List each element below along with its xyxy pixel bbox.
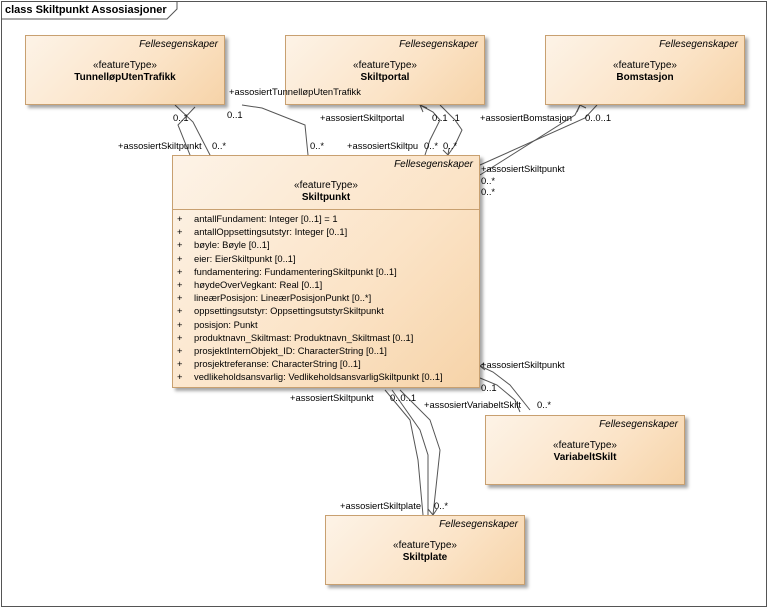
package-label: Fellesegenskaper [399, 39, 478, 50]
stereotype-label: «featureType» [393, 540, 457, 551]
role-label-plate: +assosiertSkiltplate [340, 500, 422, 511]
diagram-title-tab: class Skiltpunkt Assosiasjoner [1, 1, 178, 20]
class-skiltplate[interactable]: Fellesegenskaper «featureType» Skiltplat… [325, 515, 525, 585]
stereotype-label: «featureType» [93, 60, 157, 71]
package-label: Fellesegenskaper [599, 419, 678, 430]
mult-label-var-skiltpunkt: 0..1 [481, 382, 497, 393]
attribute-text: prosjektInternObjekt_ID: CharacterString… [194, 344, 387, 356]
assoc-portal-line-2 [439, 104, 463, 156]
attribute-visibility: + [177, 292, 183, 304]
assoc-var-arrow [479, 362, 486, 371]
attribute-visibility: + [177, 344, 183, 356]
attribute-text: eier: EierSkiltpunkt [0..1] [194, 252, 296, 264]
attribute-visibility: + [177, 213, 183, 224]
mult-label-tunnel-skiltpunkt: 0..* [212, 140, 227, 151]
mult-label-tunnel-a: 0..1 [173, 112, 189, 123]
attribute-text: bøyle: Bøyle [0..1] [194, 239, 270, 251]
attribute-visibility: + [177, 226, 183, 238]
title-tab-shape [2, 2, 178, 20]
attribute-text: antallOppsettingsutstyr: Integer [0..1] [194, 226, 348, 238]
role-label-tunnel-skiltpunkt: +assosiertSkiltpunkt [118, 140, 202, 151]
mult-label-portal-skiltpunkt-2: 0..* [443, 140, 458, 151]
attribute-visibility: + [177, 265, 183, 277]
role-label-var: +assosiertVariabeltSkilt [424, 399, 522, 410]
role-label-portal: +assosiertSkiltportal [320, 112, 405, 123]
attribute-text: høydeOverVegkant: Real [0..1] [194, 278, 323, 290]
attribute-text: oppsettingsutstyr: OppsettingsutstyrSkil… [194, 305, 384, 317]
class-bomstasjon[interactable]: Fellesegenskaper «featureType» Bomstasjo… [545, 35, 745, 105]
package-label: Fellesegenskaper [139, 39, 218, 50]
attribute-text: posisjon: Punkt [194, 318, 258, 330]
attribute-visibility: + [177, 331, 183, 343]
role-label-var-skiltpunkt: +assosiertSkiltpunkt [481, 359, 565, 370]
stereotype-label: «featureType» [553, 440, 617, 451]
mult-label-tunnel-b: 0..1 [227, 109, 243, 120]
class-variabeltskilt[interactable]: Fellesegenskaper «featureType» Variabelt… [485, 415, 685, 485]
mult-label-bom-skiltpunkt: 0..* [481, 175, 496, 186]
class-skiltpunkt[interactable]: Fellesegenskaper «featureType» Skiltpunk… [172, 155, 480, 388]
assoc-bom-line-1 [479, 104, 598, 166]
package-label: Fellesegenskaper [659, 39, 738, 50]
class-name: TunnelløpUtenTrafikk [74, 72, 176, 83]
class-name: Skiltportal [360, 72, 410, 83]
package-label: Fellesegenskaper [394, 159, 473, 170]
attribute-visibility: + [177, 318, 183, 330]
attribute-text: antallFundament: Integer [0..1] = 1 [194, 213, 338, 224]
attribute-visibility: + [177, 252, 183, 264]
class-name: Bomstasjon [616, 72, 674, 83]
attribute-text: produktnavn_Skiltmast: Produktnavn_Skilt… [194, 331, 414, 343]
attribute-text: fundamentering: FundamenteringSkiltpunkt… [194, 265, 397, 277]
mult-label-bom: 0..0..1 [585, 112, 612, 123]
role-label-plate-skiltpunkt: +assosiertSkiltpunkt [290, 392, 374, 403]
assoc-bom-arrow [576, 104, 587, 113]
role-label-bom-skiltpunkt: +assosiertSkiltpunkt [481, 163, 565, 174]
mult-label-tunnel-skiltpunkt-2: 0..* [310, 140, 325, 151]
role-label-tunnel: +assosiertTunnelløpUtenTrafikk [229, 86, 361, 97]
assoc-plate-line-3 [384, 389, 424, 516]
mult-label-portal-skiltpunkt: 0..* [424, 140, 439, 151]
class-skiltportal[interactable]: Fellesegenskaper «featureType» Skiltport… [285, 35, 485, 105]
attribute-text: vedlikeholdsansvarlig: Vedlikeholdsansva… [194, 371, 443, 383]
class-tunnellop-uten-trafikk[interactable]: Fellesegenskaper «featureType» Tunnelløp… [25, 35, 225, 105]
role-label-bom: +assosiertBomstasjon [480, 112, 572, 123]
attribute-text: lineærPosisjon: LineærPosisjonPunkt [0..… [194, 292, 372, 304]
mult-label-plate-skiltpunkt: 0..0..1 [390, 392, 417, 403]
stereotype-label: «featureType» [294, 180, 358, 191]
class-name: VariabeltSkilt [553, 452, 617, 463]
class-name: Skiltpunkt [301, 192, 351, 203]
attribute-text: prosjektreferanse: CharacterString [0..1… [194, 358, 361, 370]
mult-label-plate: 0..* [434, 500, 449, 511]
assoc-tunnel-line-3 [241, 104, 309, 156]
package-label: Fellesegenskaper [439, 519, 518, 530]
assoc-plate-line-2 [399, 389, 441, 516]
mult-label-portal: 0..1 [432, 112, 448, 123]
assoc-var-line-1 [479, 377, 521, 413]
class-name: Skiltplate [402, 552, 448, 563]
assoc-plate-line-1 [391, 389, 429, 515]
assoc-portal-arrow [419, 104, 428, 113]
assoc-var-line-2 [479, 365, 531, 411]
mult-label-bom-skiltpunkt-2: 0..* [481, 186, 496, 197]
assoc-portal-line-1 [419, 104, 441, 156]
attribute-visibility: + [177, 358, 183, 370]
attribute-visibility: + [177, 278, 183, 290]
stereotype-label: «featureType» [613, 60, 677, 71]
mult-label-portal-2: .1 [452, 112, 460, 123]
attribute-visibility: + [177, 371, 183, 383]
attribute-divider [173, 209, 479, 210]
role-label-portal-skiltpunkt: +assosiertSkiltpu [347, 140, 419, 151]
attribute-visibility: + [177, 305, 183, 317]
diagram-title: class Skiltpunkt Assosiasjoner [5, 4, 167, 16]
mult-label-var: 0..* [537, 399, 552, 410]
attribute-visibility: + [177, 239, 183, 251]
stereotype-label: «featureType» [353, 60, 417, 71]
